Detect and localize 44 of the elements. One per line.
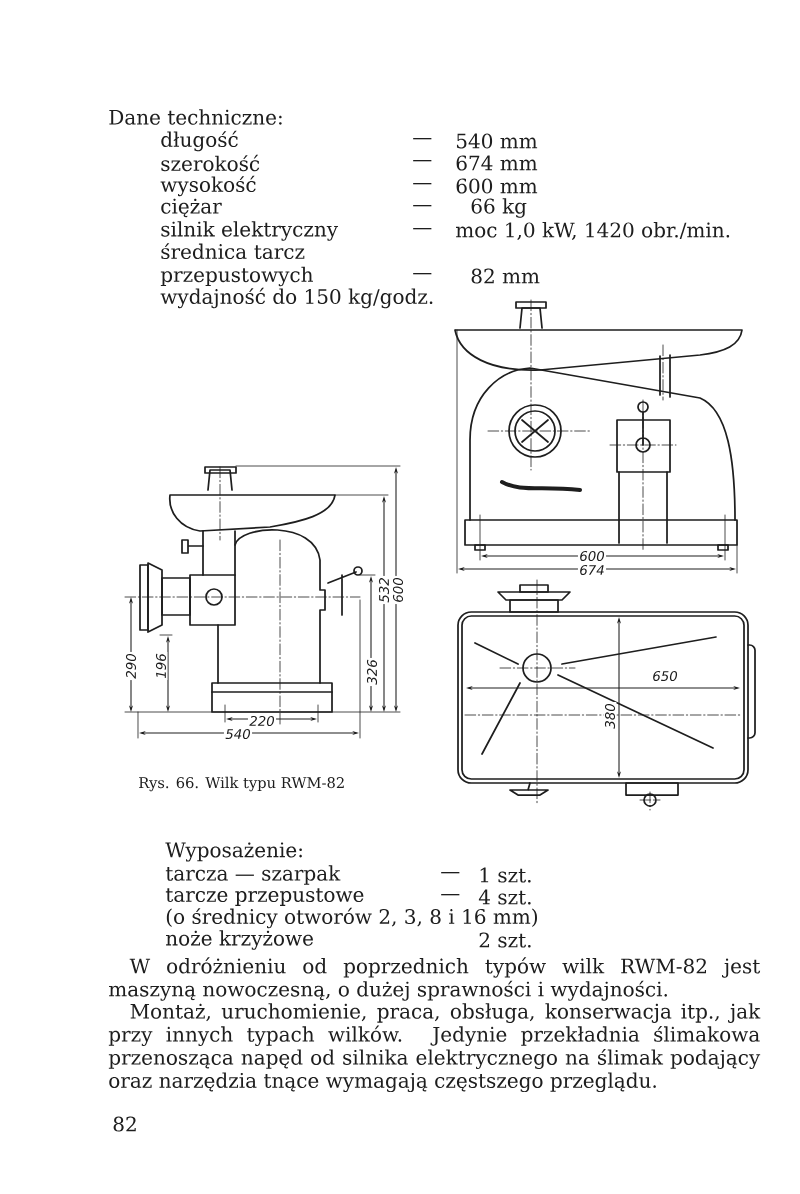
spec-label: wysokość [160,175,256,197]
spec-value: 4 szt. [478,889,531,905]
dash: — [413,273,432,275]
dimension-label: 196 [154,651,168,681]
dimension-label: 220 [247,714,277,728]
spec-label: długość [161,130,238,152]
dimension-label: 674 [577,563,607,577]
dash: — [441,894,460,896]
spec-value: 674 mm [456,155,538,171]
paragraph: W odróżnieniu od poprzednich typów wilk RWM-82 jest maszyną nowoczesną, o dużej sprawności i wydajności. [109,957,761,1001]
dimension-label: 540 [223,727,253,741]
spec-label: wydajność do 150 kg/godz. [160,287,433,309]
dimension-label: 600 [577,549,607,563]
page-number: 82 [113,1116,136,1132]
spec-label: ciężar [161,198,222,218]
dash: — [413,205,432,207]
spec-label: tarcze przepustowe [165,888,364,906]
dash: — [413,160,432,162]
dash: — [441,872,460,874]
spec-label: (o średnicy otworów 2, 3, 8 i 16 mm) [166,907,537,929]
dash: — [413,183,432,185]
spec-value: 600 mm [456,178,538,194]
spec-label: noże krzyżowe [166,930,313,950]
spec-value: 1 szt. [480,867,531,883]
dimension-label: 600 [391,575,405,605]
section-heading: Wyposażenie: [165,842,302,862]
spec-label: silnik elektryczny [161,221,338,241]
dimension-label: 650 [650,669,680,683]
spec-value: 66 kg [471,198,527,218]
dash: — [413,138,432,140]
spec-value: 2 szt. [479,932,531,948]
spec-label: tarcza — szarpak [165,865,341,885]
section-heading: Dane techniczne: [109,109,282,125]
dimension-label: 290 [124,651,138,681]
dimension-label: 532 [377,575,391,605]
dash: — [413,228,432,230]
spec-value: 82 mm [471,268,540,284]
paragraph: Montaż, uruchomienie, praca, obsługa, konserwacja itp., jak przy innych typach wilków. Jedynie przekładnia ślimakowa przenosząca napęd od silnika elektrycznego na ślimak podający oraz narzędzia tnące wymagają częstszego przeglądu. [108,1003,761,1093]
dimension-label: 326 [365,657,379,687]
spec-value: 540 mm [456,133,538,149]
spec-value: moc 1,0 kW, 1420 obr./min. [456,222,730,240]
spec-label: szerokość [161,154,260,172]
dimension-label: 380 [603,701,617,731]
figure-caption: Rys. 66. Wilk typu RWM-82 [139,776,344,792]
